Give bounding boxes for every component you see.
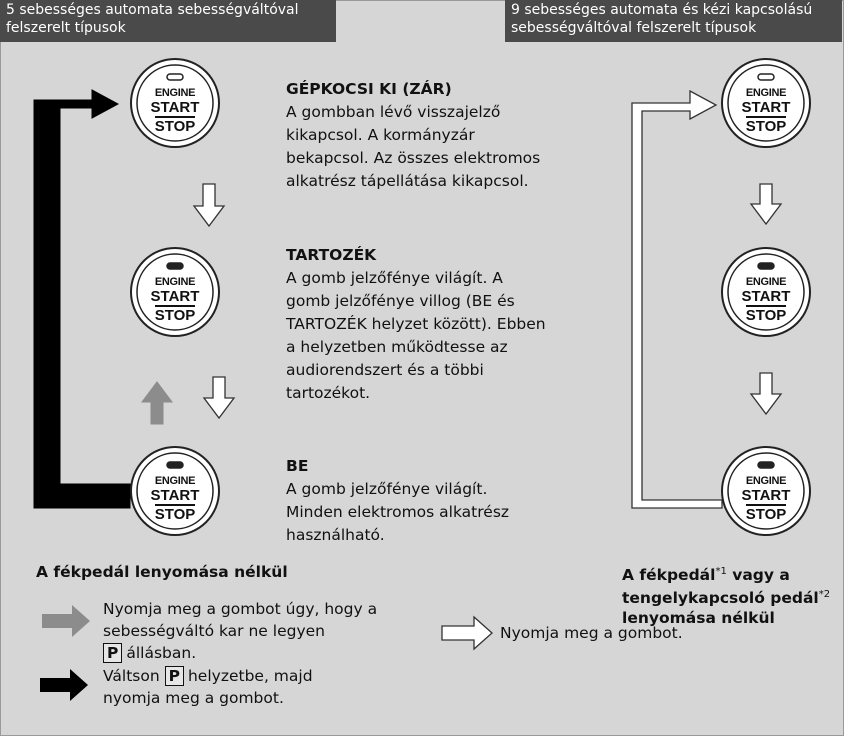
stop-label: STOP [745,118,787,135]
caption-left: A fékpedál lenyomása nélkül [36,563,288,581]
state-title: GÉPKOCSI KI (ZÁR) [286,80,452,98]
button-ring-icon [721,446,811,536]
down-arrow-2 [202,376,236,420]
divider [155,305,195,307]
stop-label: STOP [154,307,196,324]
legend-black-arrow [40,669,88,701]
button-ring-icon [130,446,220,536]
state-line: A gomb jelzőfénye világít. A [286,269,503,287]
down-arrow-1 [192,183,226,228]
state-off-description: GÉPKOCSI KI (ZÁR) A gombban lévő visszaj… [286,78,586,193]
stop-label: STOP [154,118,196,135]
button-ring-icon [130,58,220,148]
indicator-off-icon [757,73,775,81]
state-line: bekapcsol. Az összes elektromos [286,149,541,167]
state-line: a helyzetben működtesse az [286,338,508,356]
legend-gray: Nyomja meg a gombot úgy, hogy a sebesség… [103,598,433,664]
engine-label: ENGINE [154,87,196,99]
park-box: P [164,666,184,686]
white-cycle-arrow [631,89,723,509]
header-5-speed: 5 sebességes automata sebességváltóval f… [0,0,336,42]
engine-label: ENGINE [154,276,196,288]
legend-white-arrow [441,615,493,651]
engine-start-stop-button-off: ENGINE START STOP [129,57,221,149]
stop-label: STOP [745,506,787,523]
right-button-off: ENGINE START STOP [720,57,812,149]
state-line: kikapcsol. A kormányzár [286,126,475,144]
engine-start-stop-button-accessory: ENGINE START STOP [129,246,221,338]
state-accessory-description: TARTOZÉK A gomb jelzőfénye világít. A go… [286,244,586,405]
indicator-on-icon [757,461,775,469]
engine-start-stop-button-on: ENGINE START STOP [129,445,221,537]
engine-label: ENGINE [745,475,787,487]
divider [746,305,786,307]
caption-right: A fékpedál*1 vagy a tengelykapcsoló pedá… [622,562,844,628]
state-line: TARTOZÉK helyzet között). Ebben [286,315,546,333]
button-ring-icon [721,58,811,148]
right-button-on: ENGINE START STOP [720,445,812,537]
right-down-arrow-1 [749,183,783,226]
state-line: tartozékot. [286,384,371,402]
caption-right-line3: lenyomása nélkül [622,609,775,628]
stop-label: STOP [745,307,787,324]
caption-right-line2: tengelykapcsoló pedál [622,589,819,608]
header-9-speed: 9 sebességes automata és kézi kapcsolású… [505,0,842,42]
state-title: TARTOZÉK [286,246,377,264]
park-box: P [103,643,123,663]
header-right-line2: sebességváltóval felszerelt típusok [511,20,757,36]
header-left-line1: 5 sebességes automata sebességváltóval [6,2,299,18]
state-line: audiorendszert és a többi [286,361,484,379]
state-line: A gombban lévő visszajelző [286,103,501,121]
legend-gray-line3: állásban. [126,644,197,662]
engine-label: ENGINE [745,87,787,99]
start-label: START [741,487,791,504]
start-label: START [150,487,200,504]
header-right-line1: 9 sebességes automata és kézi kapcsolású [511,2,813,18]
start-label: START [741,99,791,116]
indicator-on-icon [166,461,184,469]
divider [155,116,195,118]
legend-gray-line2: sebességváltó kar ne legyen [103,622,325,640]
indicator-on-icon [166,262,184,270]
state-line: Minden elektromos alkatrész [286,503,510,521]
legend-black-line1b: helyzetbe, majd [187,667,313,685]
divider [155,504,195,506]
state-line: A gomb jelzőfénye világít. [286,480,488,498]
caption-right-line1b: vagy a [726,566,790,585]
start-label: START [150,99,200,116]
legend-white: Nyomja meg a gombot. [500,624,683,642]
stop-label: STOP [154,506,196,523]
legend-gray-line1: Nyomja meg a gombot úgy, hogy a [103,600,378,618]
footnote-1: *1 [715,566,727,577]
right-down-arrow-2 [749,372,783,416]
button-ring-icon [130,247,220,337]
start-label: START [150,288,200,305]
state-line: használható. [286,526,385,544]
header-left-line2: felszerelt típusok [6,20,126,36]
legend-black-line2: nyomja meg a gombot. [103,689,284,707]
divider [746,504,786,506]
state-title: BE [286,457,309,475]
state-on-description: BE A gomb jelzőfénye világít. Minden ele… [286,455,586,547]
right-button-accessory: ENGINE START STOP [720,246,812,338]
indicator-on-icon [757,262,775,270]
caption-right-line1: A fékpedál [622,566,716,585]
start-label: START [741,288,791,305]
legend-gray-arrow [42,605,90,637]
state-line: alkatrész tápellátása kikapcsol. [286,172,529,190]
state-line: gomb jelzőfénye villog (BE és [286,292,515,310]
engine-label: ENGINE [745,276,787,288]
gray-up-arrow [141,381,173,425]
legend-black-line1a: Váltson [103,667,160,685]
indicator-off-icon [166,73,184,81]
footnote-2: *2 [818,589,831,601]
black-cycle-arrow [33,89,131,509]
engine-label: ENGINE [154,475,196,487]
divider [746,116,786,118]
button-ring-icon [721,247,811,337]
